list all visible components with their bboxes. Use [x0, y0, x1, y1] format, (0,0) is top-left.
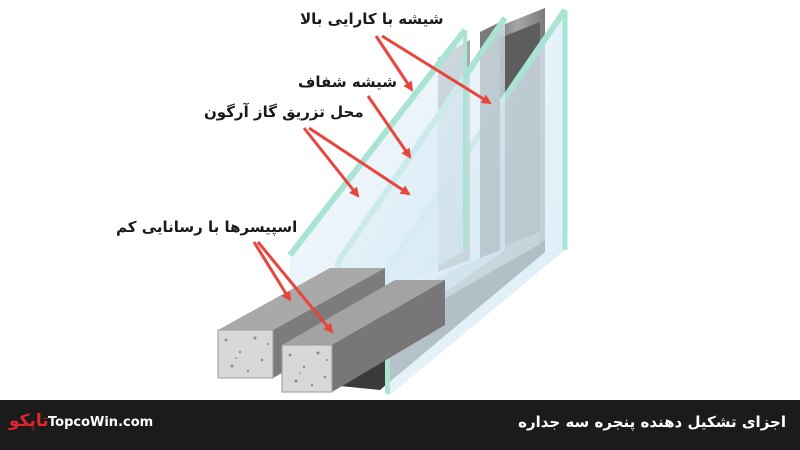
spacer-block-1-texture — [224, 336, 269, 373]
arrow-lowe-2 — [381, 34, 492, 105]
spacer-block-2-top — [282, 280, 445, 345]
arrow-lowe-1 — [374, 35, 414, 92]
arrow-argon-2 — [308, 126, 411, 196]
footer-bar: تاپکو TopcoWin.com اجزای تشکیل دهنده پنج… — [0, 400, 800, 450]
brand-logo: تاپکو — [9, 411, 49, 431]
arrow-spacer-1 — [252, 241, 292, 302]
spacer-block-2-texture — [288, 351, 328, 387]
label-spacers: اسپیسرها با رسانایی کم — [116, 218, 298, 236]
spacer-block-2-face — [281, 344, 333, 393]
site-url[interactable]: TopcoWin.com — [48, 415, 154, 430]
label-argon-gas: محل تزریق گاز آرگون — [204, 103, 364, 121]
arrow-argon-1 — [302, 127, 360, 198]
label-low-e-glass: شیشه با کارایی بالا — [300, 10, 444, 28]
arrow-spacer-2 — [256, 241, 334, 334]
glass-pane-front-top-edge — [287, 28, 468, 257]
annotation-arrows — [252, 34, 492, 334]
spacer-block-1-face — [217, 329, 274, 379]
footer-title: اجزای تشکیل دهنده پنجره سه جداره — [518, 413, 786, 431]
spacer-block-2-side — [332, 280, 445, 392]
label-clear-glass: شیشه شفاف — [298, 73, 398, 91]
arrow-clear — [366, 95, 412, 159]
spacer-block-1-top — [218, 268, 385, 330]
triple-glazing-diagram — [217, 8, 568, 395]
